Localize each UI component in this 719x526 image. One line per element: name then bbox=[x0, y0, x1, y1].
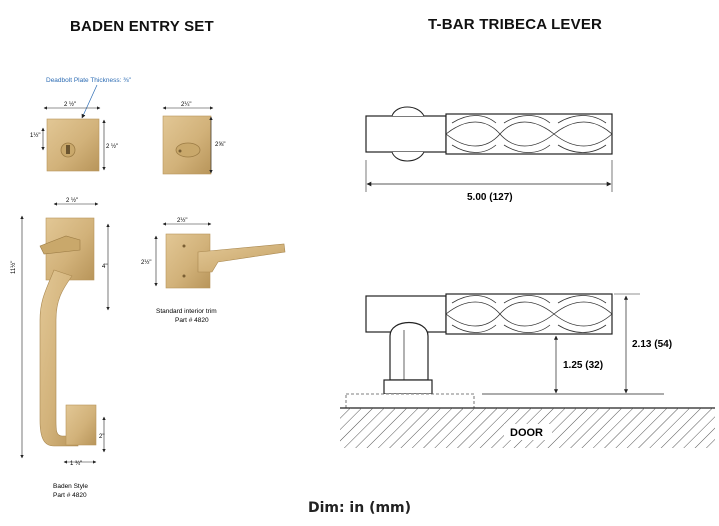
handle-top-width-label: 2 ½" bbox=[66, 197, 78, 204]
exterior-handleset: 2 ½" 11½" 4" 2" 1 ¾" Baden Style Part # … bbox=[10, 197, 110, 499]
deadbolt-note: Deadbolt Plate Thickness: ⅜" bbox=[46, 77, 132, 119]
door-surface: DOOR bbox=[340, 393, 715, 448]
rose-width-label: 2½" bbox=[177, 217, 187, 224]
rose-height-label: 2½" bbox=[141, 259, 151, 266]
interior-lever-trim: 2½" 2½" Standard interior trim Part # 48… bbox=[141, 217, 286, 324]
lever-height-label: 4" bbox=[102, 264, 107, 270]
bottom-height-label: 2" bbox=[99, 434, 104, 440]
interior-deadbolt-width-label: 2¼" bbox=[181, 102, 191, 108]
exterior-caption-part: Part # 4820 bbox=[53, 492, 87, 499]
lever-top-view: 5.00 (127) bbox=[365, 106, 613, 203]
left-panel-title: BADEN ENTRY SET bbox=[70, 18, 214, 35]
lever-side-view: 1.25 (32) 2.13 (54) bbox=[365, 293, 672, 395]
deadbolt-note-text: Deadbolt Plate Thickness: ⅜" bbox=[46, 77, 132, 84]
exterior-caption-name: Baden Style bbox=[53, 483, 88, 490]
overall-height-label: 11½" bbox=[10, 261, 17, 274]
exterior-deadbolt: 2 ½" 2 ½" 1½" bbox=[30, 101, 118, 172]
interior-deadbolt-height-label: 2⅝" bbox=[215, 142, 225, 148]
interior-caption-name: Standard interior trim bbox=[156, 308, 217, 315]
interior-deadbolt: 2¼" 2⅝" bbox=[162, 102, 225, 175]
right-panel-title: T-BAR TRIBECA LEVER bbox=[428, 16, 603, 33]
projection-label: 2.13 (54) bbox=[632, 339, 672, 350]
cylinder-offset-label: 1½" bbox=[30, 132, 40, 139]
length-label: 5.00 (127) bbox=[467, 192, 513, 203]
center-label: 1.25 (32) bbox=[563, 360, 603, 371]
door-label: DOOR bbox=[510, 427, 543, 439]
deadbolt-height-label: 2 ½" bbox=[106, 143, 118, 150]
bottom-width-label: 1 ¾" bbox=[70, 461, 82, 467]
dimension-units-footer: Dim: in (mm) bbox=[307, 500, 412, 516]
deadbolt-width-label: 2 ½" bbox=[64, 101, 76, 108]
interior-caption-part: Part # 4820 bbox=[175, 317, 209, 324]
